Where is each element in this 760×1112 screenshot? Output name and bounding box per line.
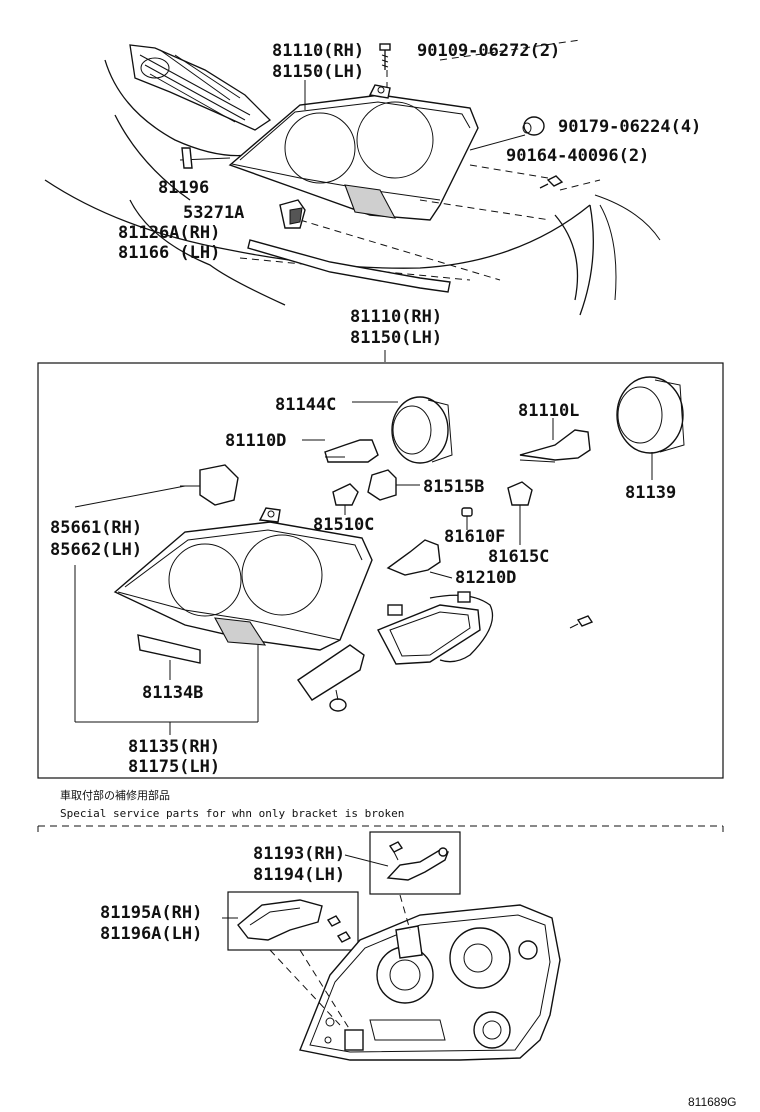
top-headlamp-assembly (228, 84, 479, 221)
label-81139: 81139 (625, 483, 676, 503)
motor-85661-icon (180, 464, 239, 506)
reflector-81144c-icon (391, 396, 453, 464)
label-81166: 81166 (LH) (118, 243, 220, 263)
label-81135: 81135(RH) (128, 737, 220, 757)
label-81510c: 81510C (313, 515, 374, 535)
label-81196a: 81196A(LH) (100, 924, 202, 944)
label-81210d: 81210D (455, 568, 516, 588)
label-assy-rh: 81110(RH) (350, 307, 442, 327)
label-81110l: 81110L (518, 401, 579, 421)
label-85661: 85661(RH) (50, 518, 142, 538)
strip-81134b-icon (137, 634, 201, 664)
label-85662: 85662(LH) (50, 540, 142, 560)
bulb-81110l-icon (519, 429, 591, 463)
label-81175: 81175(LH) (128, 757, 220, 777)
label-81195a: 81195A(RH) (100, 903, 202, 923)
socket-81515b-icon (367, 469, 397, 501)
cover-piece-icon (297, 644, 365, 712)
clip-81196-icon (181, 147, 193, 169)
label-53271a: 53271A (183, 203, 244, 223)
exploded-callout-lines (74, 401, 653, 735)
exploded-view-frame (37, 362, 724, 779)
label-81196: 81196 (158, 178, 209, 198)
bracket-81193-frame (369, 831, 461, 895)
bracket-53271a-icon (279, 199, 306, 229)
nut-icon (522, 116, 545, 136)
label-81194: 81194(LH) (253, 865, 345, 885)
screw-icon (539, 175, 564, 189)
bottom-callout-lines (222, 854, 411, 1031)
socket-81615c-icon (507, 481, 533, 506)
bolt-icon (379, 43, 391, 70)
label-nut-90179: 90179-06224(4) (558, 117, 701, 137)
label-81126a: 81126A(RH) (118, 223, 220, 243)
label-81193: 81193(RH) (253, 844, 345, 864)
top-callout-lines (179, 39, 601, 362)
figure-code: 811689G (688, 1095, 737, 1109)
label-screw-90164: 90164-40096(2) (506, 146, 649, 166)
label-bolt-90109: 90109-06272(2) (417, 41, 560, 61)
headlamp-rear-view-icon (299, 904, 561, 1061)
bulb-81510c-icon (332, 483, 359, 506)
bulb-81110d-icon (324, 439, 379, 463)
wiring-harness-icon (377, 591, 594, 665)
reflector-81139-icon (616, 376, 685, 454)
note-japanese: 車取付部の補修用部品 (60, 788, 170, 802)
bulb-81210d-icon (386, 539, 441, 576)
molding-strip-icon (247, 239, 451, 293)
label-81615c: 81615C (488, 547, 549, 567)
label-assy-lh: 81150(LH) (350, 328, 442, 348)
label-top-lh: 81150(LH) (272, 62, 364, 82)
bulb-81610f-icon (461, 507, 473, 517)
label-81144c: 81144C (275, 395, 336, 415)
bracket-81193-icon (386, 841, 449, 881)
label-81610f: 81610F (444, 527, 505, 547)
label-81515b: 81515B (423, 477, 484, 497)
label-81110d: 81110D (225, 431, 286, 451)
bracket-81195a-icon (237, 899, 352, 943)
label-top-rh: 81110(RH) (272, 41, 364, 61)
note-english: Special service parts for whn only brack… (60, 807, 404, 820)
label-81134b: 81134B (142, 683, 203, 703)
headlamp-81135-icon (113, 507, 373, 651)
bracket-81195a-frame (227, 891, 359, 951)
